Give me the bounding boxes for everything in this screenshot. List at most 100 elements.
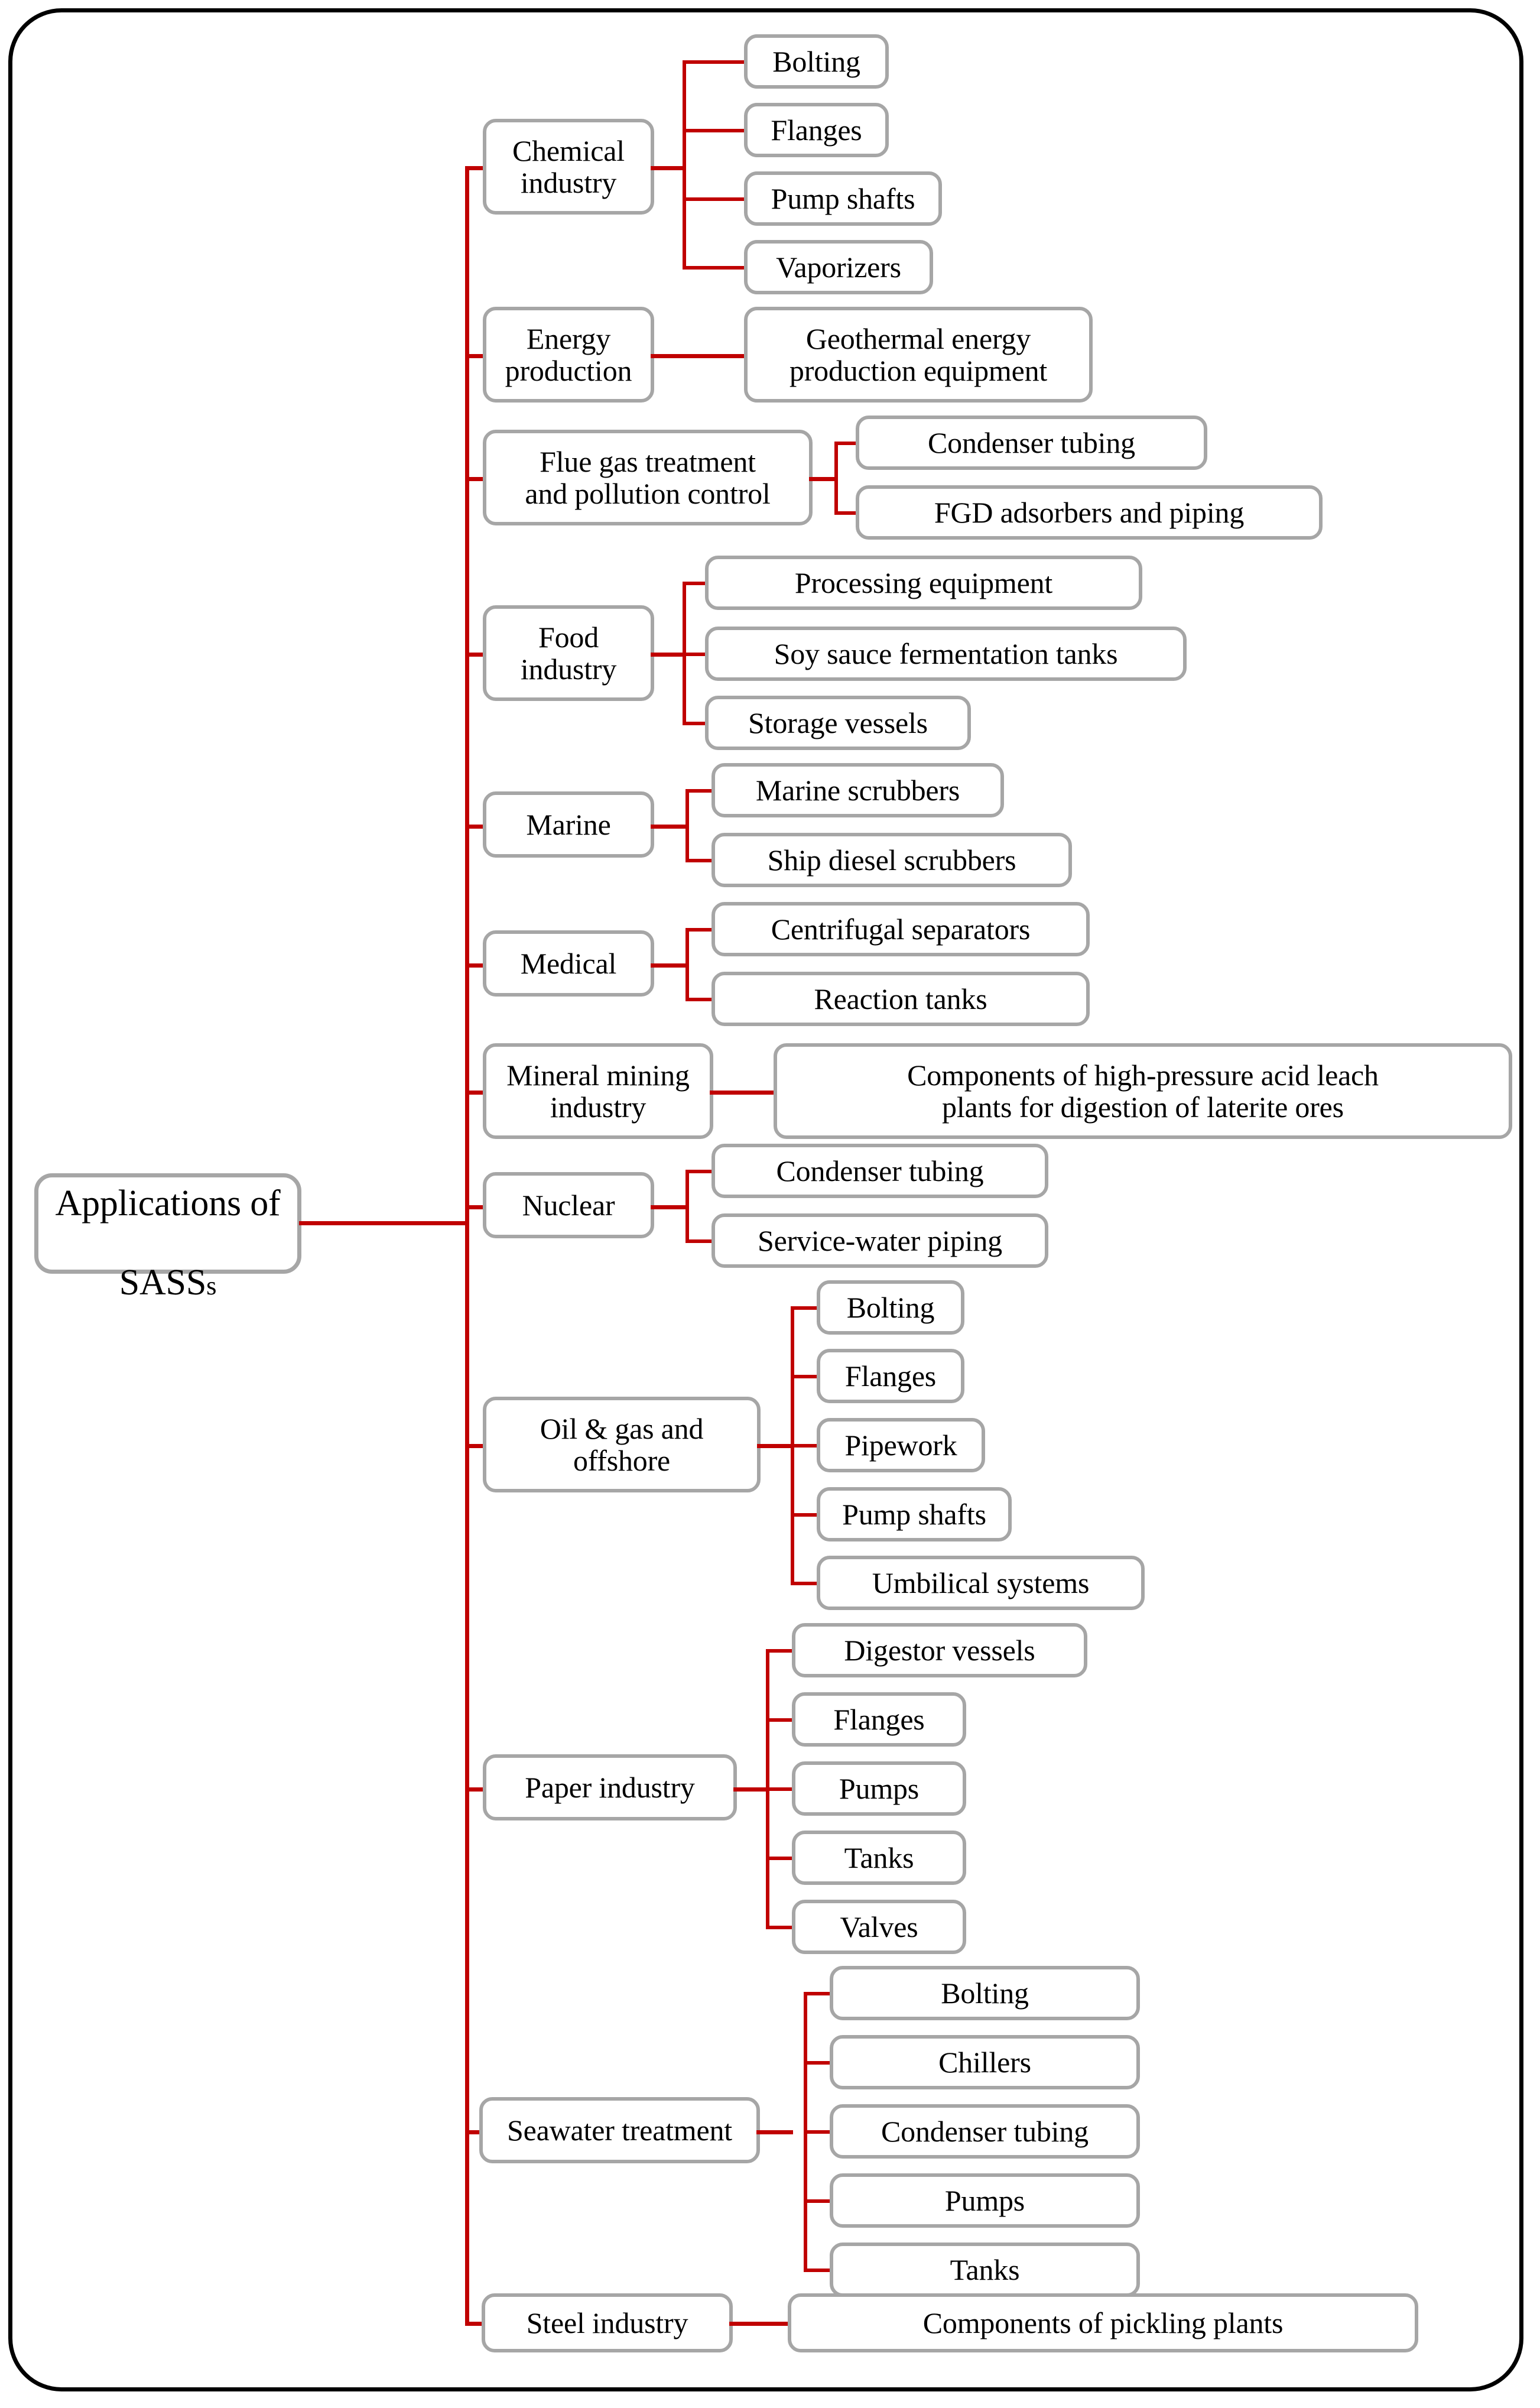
branch-node-flue-gas-treatment[interactable]: Flue gas treatment and pollution control	[483, 430, 813, 525]
leaf-node-ship-diesel-scrubbers[interactable]: Ship diesel scrubbers	[711, 833, 1072, 887]
leaf-node-service-water-piping[interactable]: Service-water piping	[711, 1213, 1048, 1268]
connector-branch-chemical-industry	[465, 166, 486, 170]
leaf-node-marine-scrubbers[interactable]: Marine scrubbers	[711, 763, 1004, 817]
connector-leaf-paper-1	[766, 1718, 794, 1722]
connector-branch-oil-gas	[465, 1444, 486, 1448]
leaf-node-seawater-bolting[interactable]: Bolting	[830, 1966, 1140, 2020]
connector-branch-seawater-treatment	[465, 2130, 486, 2134]
leaf-node-centrifugal-separators[interactable]: Centrifugal separators	[711, 902, 1090, 956]
connector-leaf-flue-1	[834, 511, 858, 515]
connector-branch-mineral-mining	[465, 1091, 486, 1095]
connector-leaf-medical-0	[685, 928, 714, 932]
branch-node-marine[interactable]: Marine	[483, 791, 654, 858]
branch-node-steel-industry[interactable]: Steel industry	[482, 2293, 733, 2352]
branch-node-chemical-industry[interactable]: Chemical industry	[483, 119, 654, 215]
leaf-node-geothermal-equipment[interactable]: Geothermal energy production equipment	[744, 307, 1093, 403]
leaf-node-processing-equipment[interactable]: Processing equipment	[705, 556, 1142, 610]
leaf-node-seawater-condenser-tubing[interactable]: Condenser tubing	[830, 2104, 1140, 2159]
leaf-node-fgd-adsorbers-piping[interactable]: FGD adsorbers and piping	[856, 485, 1323, 540]
connector-leaf-paper-4	[766, 1926, 794, 1929]
connector-nuclear-bus	[685, 1171, 689, 1241]
connector-branch-energy-production	[465, 354, 486, 358]
leaf-node-oilgas-pipework[interactable]: Pipework	[817, 1418, 985, 1472]
connector-leaf-chemical-2	[683, 197, 746, 201]
connector-leaf-seawater-2	[804, 2130, 832, 2134]
leaf-node-soy-sauce-tanks[interactable]: Soy sauce fermentation tanks	[705, 627, 1187, 681]
leaf-node-pickling-plant-components[interactable]: Components of pickling plants	[788, 2293, 1418, 2352]
connector-steel-industry-out	[729, 2322, 792, 2326]
connector-branch-nuclear	[465, 1205, 486, 1209]
connector-leaf-chemical-3	[683, 266, 746, 270]
leaf-node-chemical-vaporizers[interactable]: Vaporizers	[744, 240, 933, 294]
connector-chemical-industry-out	[651, 166, 685, 170]
branch-node-oil-gas-and-offshore[interactable]: Oil & gas and offshore	[483, 1397, 761, 1492]
branch-node-nuclear[interactable]: Nuclear	[483, 1172, 654, 1238]
connector-leaf-paper-0	[766, 1649, 794, 1653]
connector-seawater-out	[756, 2130, 793, 2134]
leaf-node-nuclear-condenser-tubing[interactable]: Condenser tubing	[711, 1144, 1048, 1198]
connector-leaf-oilgas-1	[791, 1375, 819, 1378]
leaf-node-seawater-chillers[interactable]: Chillers	[830, 2035, 1140, 2089]
connector-marine-bus	[685, 791, 689, 861]
connector-food-industry-out	[651, 653, 685, 657]
leaf-node-paper-pumps[interactable]: Pumps	[792, 1761, 966, 1816]
branch-node-medical[interactable]: Medical	[483, 930, 654, 997]
connector-medical-out	[651, 963, 687, 968]
leaf-node-seawater-tanks[interactable]: Tanks	[830, 2243, 1140, 2297]
connector-medical-bus	[685, 930, 689, 999]
connector-leaf-seawater-3	[804, 2199, 832, 2203]
leaf-node-hpal-components[interactable]: Components of high-pressure acid leach p…	[774, 1043, 1512, 1139]
leaf-node-oilgas-bolting[interactable]: Bolting	[817, 1280, 964, 1335]
connector-leaf-marine-0	[685, 789, 714, 793]
connector-branch-paper-industry	[465, 1787, 486, 1792]
connector-nuclear-out	[651, 1205, 687, 1209]
branch-node-mineral-mining-industry[interactable]: Mineral mining industry	[483, 1043, 713, 1139]
connector-energy-production-out	[651, 354, 745, 358]
connector-leaf-seawater-4	[804, 2269, 832, 2272]
connector-leaf-oilgas-4	[791, 1582, 819, 1585]
connector-branch-food-industry	[465, 653, 486, 657]
branch-node-energy-production[interactable]: Energy production	[483, 307, 654, 403]
connector-flue-gas-out	[809, 477, 837, 481]
connector-leaf-marine-1	[685, 859, 714, 862]
connector-leaf-oilgas-3	[791, 1513, 819, 1517]
leaf-node-flue-condenser-tubing[interactable]: Condenser tubing	[856, 416, 1207, 470]
leaf-node-umbilical-systems[interactable]: Umbilical systems	[817, 1556, 1145, 1610]
connector-leaf-chemical-0	[683, 60, 746, 64]
branch-node-food-industry[interactable]: Food industry	[483, 605, 654, 701]
leaf-node-digestor-vessels[interactable]: Digestor vessels	[792, 1623, 1087, 1677]
branch-node-seawater-treatment[interactable]: Seawater treatment	[479, 2097, 760, 2163]
root-node-label: Applications of SASSs	[55, 1183, 281, 1303]
leaf-node-paper-valves[interactable]: Valves	[792, 1900, 966, 1954]
leaf-node-paper-flanges[interactable]: Flanges	[792, 1692, 966, 1747]
connector-chemical-industry-bus	[683, 62, 686, 268]
connector-root-stub	[299, 1221, 469, 1225]
connector-leaf-flue-0	[834, 442, 858, 445]
connector-branch-flue-gas	[465, 477, 486, 481]
leaf-node-chemical-pump-shafts[interactable]: Pump shafts	[744, 171, 942, 226]
leaf-node-reaction-tanks[interactable]: Reaction tanks	[711, 972, 1090, 1026]
root-node[interactable]: Applications of SASSs	[34, 1173, 301, 1302]
leaf-node-oilgas-pump-shafts[interactable]: Pump shafts	[817, 1487, 1012, 1541]
connector-leaf-nuclear-1	[685, 1239, 714, 1243]
connector-branch-marine	[465, 825, 486, 829]
branch-node-paper-industry[interactable]: Paper industry	[483, 1754, 737, 1820]
leaf-node-storage-vessels[interactable]: Storage vessels	[705, 696, 971, 750]
connector-leaf-seawater-1	[804, 2061, 832, 2065]
connector-leaf-chemical-1	[683, 129, 746, 132]
leaf-node-chemical-flanges[interactable]: Flanges	[744, 103, 889, 157]
leaf-node-seawater-pumps[interactable]: Pumps	[830, 2173, 1140, 2228]
leaf-node-oilgas-flanges[interactable]: Flanges	[817, 1349, 964, 1403]
leaf-node-chemical-bolting[interactable]: Bolting	[744, 34, 889, 89]
connector-leaf-nuclear-0	[685, 1170, 714, 1173]
connector-leaf-food-1	[683, 653, 707, 656]
connector-leaf-paper-2	[766, 1787, 794, 1791]
connector-leaf-medical-1	[685, 998, 714, 1001]
connector-marine-out	[651, 825, 687, 829]
connector-branch-medical	[465, 963, 486, 968]
leaf-node-paper-tanks[interactable]: Tanks	[792, 1831, 966, 1885]
connector-flue-gas-bus	[834, 443, 838, 513]
connector-oil-gas-out	[757, 1444, 794, 1448]
connector-leaf-paper-3	[766, 1857, 794, 1860]
